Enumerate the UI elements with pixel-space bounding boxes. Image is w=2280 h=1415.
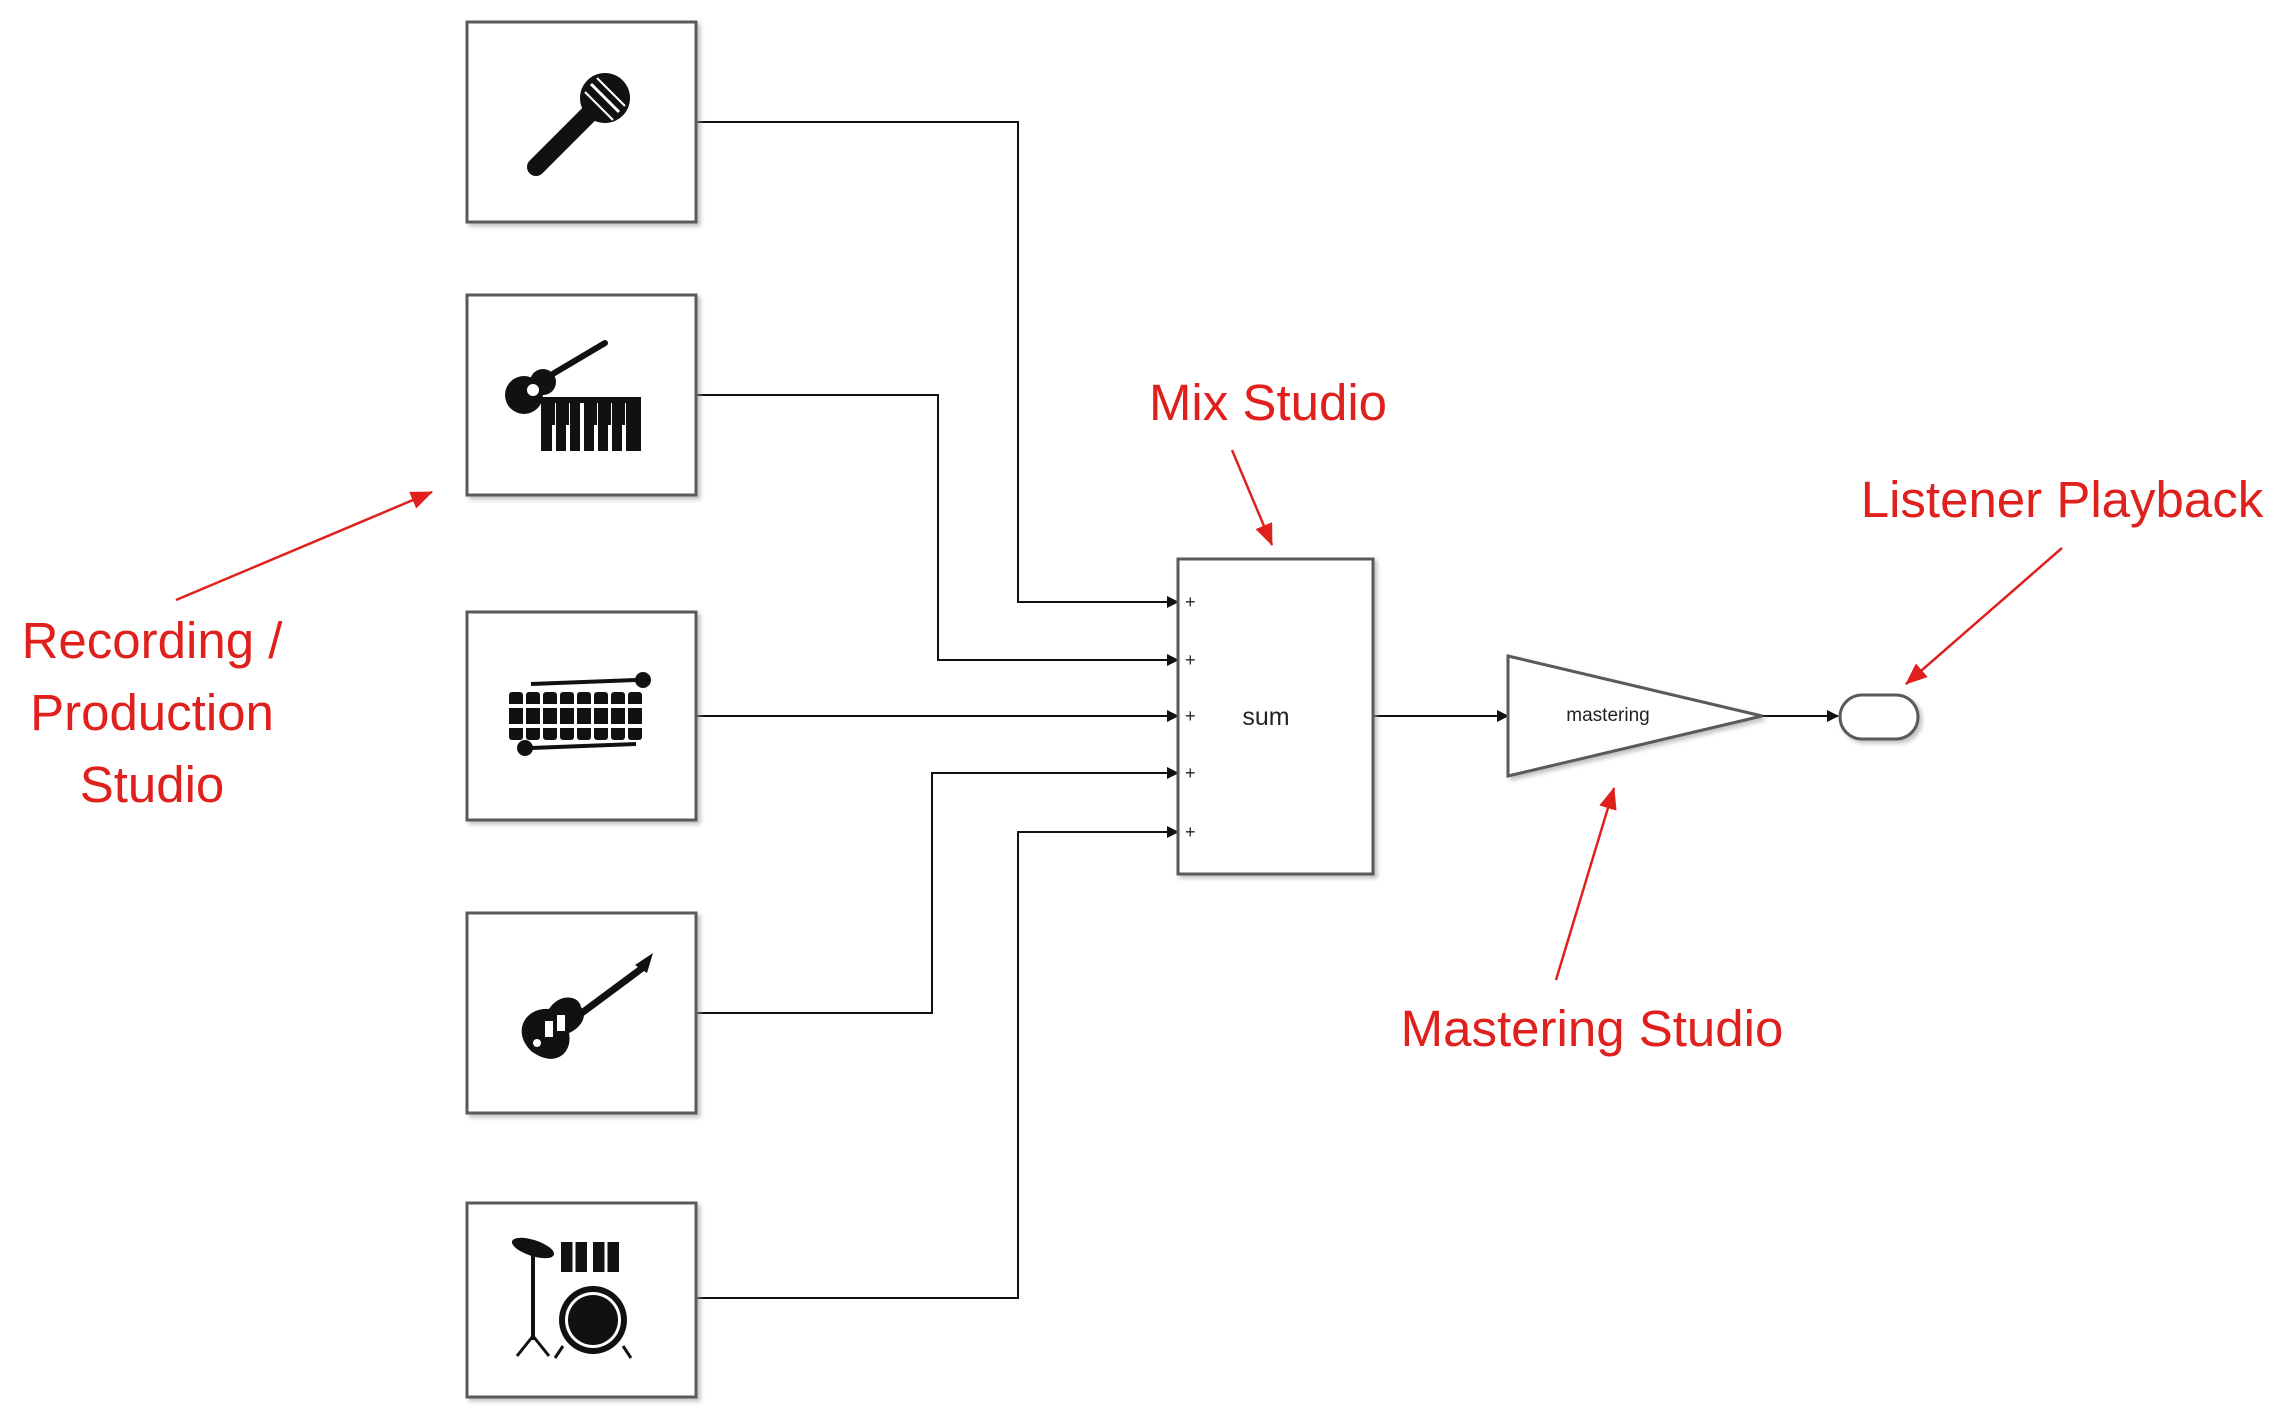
annotation-mastering-studio: Mastering Studio [1401,1000,1784,1057]
sum-input-sign: + [1185,822,1196,842]
wire-drum-kit [696,826,1179,1299]
pointer-listener-playback [1905,547,2063,685]
annotation-listener-playback: Listener Playback [1861,471,2264,528]
source-block-electric-guitar[interactable] [465,911,698,1115]
sum-input-sign: + [1185,592,1196,612]
sum-input-sign: + [1185,763,1196,783]
guitar-keyboard-icon [505,340,641,451]
signal-wires [696,121,1839,1299]
sum-input-sign: + [1185,650,1196,670]
wire-guitar-keyboard [696,394,1179,666]
annotations: Recording / Production Studio Mix Studio… [22,374,2264,1057]
sum-block[interactable]: + + + + + sum [1176,557,1375,876]
pointer-mix-studio [1230,449,1274,546]
sum-label: sum [1242,703,1289,731]
source-block-guitar-keyboard[interactable] [465,293,698,497]
annotation-mix-studio: Mix Studio [1149,374,1387,431]
source-block-xylophone[interactable] [465,610,698,822]
sum-input-sign: + [1185,706,1196,726]
wire-microphone [696,121,1179,608]
mastering-label: mastering [1566,705,1649,726]
drum-kit-icon [511,1237,633,1359]
listener-playback-port[interactable] [1838,693,1920,741]
annotation-recording-line3: Studio [80,756,225,813]
pointer-mastering-studio [1554,787,1617,981]
source-block-drum-kit[interactable] [465,1201,698,1399]
source-block-microphone[interactable] [465,20,698,224]
microphone-icon [527,73,630,176]
pointer-recording [175,490,433,602]
annotation-recording-line1: Recording / [22,612,284,669]
mastering-block[interactable]: mastering [1506,654,1763,778]
xylophone-icon [505,672,651,756]
annotation-recording-line2: Production [30,684,274,741]
wire-electric-guitar [696,767,1179,1014]
electric-guitar-icon [521,953,653,1059]
